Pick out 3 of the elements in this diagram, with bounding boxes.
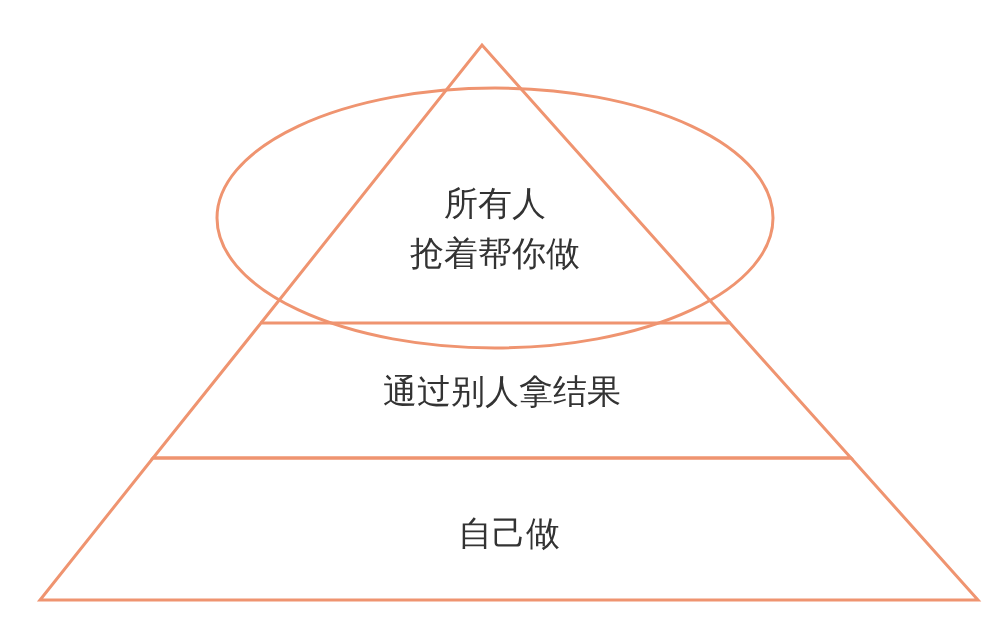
band-label: 通过别人拿结果: [382, 370, 622, 413]
ellipse-label: 所有人抢着帮你做: [409, 182, 581, 275]
band-label: 自己做: [457, 512, 561, 555]
